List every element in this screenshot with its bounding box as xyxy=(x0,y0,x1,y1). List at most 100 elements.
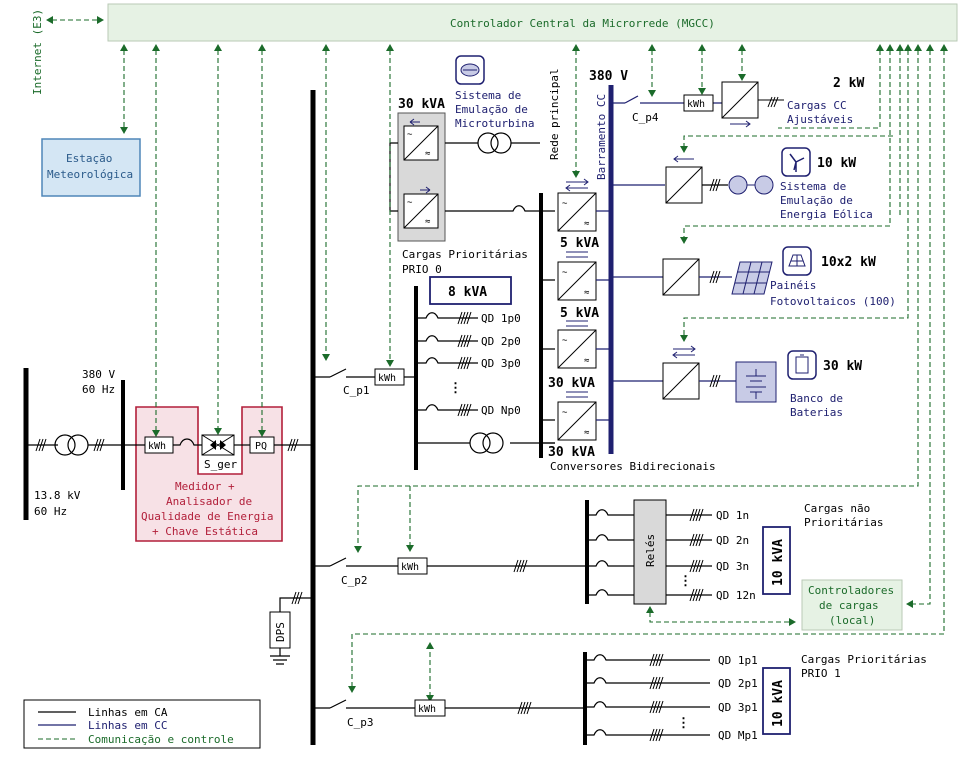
wind-generator-icon xyxy=(728,175,774,195)
prio0-kwh-label: kWh xyxy=(378,373,396,384)
wind-slashes xyxy=(709,178,721,192)
dc-dc-converter-icon[interactable] xyxy=(721,81,759,119)
prio1-kva: 10 kVA xyxy=(771,680,786,727)
pcc-slashes xyxy=(287,438,299,452)
svg-text:≈: ≈ xyxy=(425,149,431,159)
battery-arrows xyxy=(672,345,696,359)
load-controllers-box[interactable] xyxy=(801,579,903,631)
svg-text:~: ~ xyxy=(562,336,568,346)
breaker-cp4-label: C_p4 xyxy=(632,111,659,124)
bidir-converter-1[interactable]: ~≈ xyxy=(557,192,597,232)
mgcc-box[interactable] xyxy=(107,3,958,42)
static-switch-icon[interactable] xyxy=(201,434,235,456)
comm-wind xyxy=(683,50,891,238)
prio0-title-1: Cargas Prioritárias xyxy=(402,248,528,261)
legend-comm-label: Comunicação e controle xyxy=(88,733,234,746)
pq-label: PQ xyxy=(255,441,267,452)
pv-panel-icon xyxy=(731,261,773,295)
weather-station-box[interactable] xyxy=(41,138,141,197)
prio1-kwh-meter[interactable] xyxy=(414,699,446,717)
dc-loads-label-1: Cargas CC xyxy=(787,99,847,112)
bidir-converter-4[interactable]: ~≈ xyxy=(557,401,597,441)
nonprio-feeders-out xyxy=(666,514,712,596)
pv-converter-icon[interactable] xyxy=(662,258,700,296)
nonprio-kva-box xyxy=(762,526,791,595)
legend-dc-label: Linhas em CC xyxy=(88,719,167,732)
pcc-label-4: + Chave Estática xyxy=(152,525,258,538)
wind-turbine-icon xyxy=(781,147,811,177)
microturbine-converter-dc[interactable]: ~≈ xyxy=(403,186,439,229)
battery-label-2: Baterias xyxy=(790,406,843,419)
dps-label: DPS xyxy=(274,622,287,642)
comm-arrow xyxy=(120,44,128,134)
nonprio-kwh-meter[interactable] xyxy=(397,557,428,575)
nonprio-slashes xyxy=(513,559,528,573)
lv-frequency: 60 Hz xyxy=(82,383,115,396)
internet-arrow-right xyxy=(97,16,104,24)
ac-line xyxy=(279,597,313,612)
prio0-kwh-meter[interactable] xyxy=(374,368,405,386)
lv-voltage: 380 V xyxy=(82,368,115,381)
prio0-title-2: PRIO 0 xyxy=(402,263,442,276)
nonprio-title-1: Cargas não xyxy=(804,502,870,515)
battery-icon xyxy=(735,361,777,403)
dps-slashes xyxy=(291,591,303,605)
main-grid-label-1: Rede xyxy=(548,134,561,161)
breaker-cp2-label: C_p2 xyxy=(341,574,368,587)
prio1-slashes xyxy=(517,701,532,715)
wind-label-1: Sistema de xyxy=(780,180,846,193)
breaker-cp3-label: C_p3 xyxy=(347,716,374,729)
prio1-title-1: Cargas Prioritárias xyxy=(801,653,927,666)
nonprio-feeders-in xyxy=(587,509,634,596)
breaker-cp4-icon[interactable] xyxy=(624,95,639,104)
microturbine-converter-ac[interactable]: ~≈ xyxy=(403,118,439,161)
breaker-cp1-icon[interactable] xyxy=(329,368,358,378)
lv-slashes xyxy=(93,438,105,452)
load-controllers-line1: Controladores xyxy=(808,584,894,597)
wind-label-2: Emulação de xyxy=(780,194,853,207)
battery-symbol-icon xyxy=(787,350,817,380)
bidir-converter-3[interactable]: ~≈ xyxy=(557,329,597,369)
prio0-qd-1: QD 1p0 xyxy=(481,312,521,325)
microturbine-power: 30 kVA xyxy=(398,97,445,112)
microturbine-label-3: Microturbina xyxy=(455,117,534,130)
prio0-qd-3: QD 3p0 xyxy=(481,357,521,370)
ac-line xyxy=(173,438,202,446)
relays-box[interactable] xyxy=(633,499,667,605)
load-controllers-line3: (local) xyxy=(829,614,875,627)
svg-text:≈: ≈ xyxy=(584,428,590,438)
hv-frequency: 60 Hz xyxy=(34,505,67,518)
relays-label: Relés xyxy=(644,534,657,567)
prio0-feeder-slashes xyxy=(457,311,472,417)
nonprio-kva: 10 kVA xyxy=(771,539,786,586)
hv-slashes xyxy=(35,438,47,452)
prio0-qd-2: QD 2p0 xyxy=(481,335,521,348)
converter-kva-2: 5 kVA xyxy=(560,306,599,321)
internet-arrow-left xyxy=(46,16,53,24)
mgcc-label: Controlador Central da Microrrede (MGCC) xyxy=(450,17,715,30)
bidir-converter-2[interactable]: ~≈ xyxy=(557,261,597,301)
pcc-label-1: Medidor + xyxy=(175,480,235,493)
comm-arrow xyxy=(152,44,266,437)
breaker-cp2-icon[interactable] xyxy=(329,557,358,567)
comm-battery-top xyxy=(683,135,896,148)
converter-kva-1: 5 kVA xyxy=(560,236,599,251)
prio0-kva: 8 kVA xyxy=(448,285,487,300)
wind-converter-icon[interactable] xyxy=(665,166,703,204)
converter-kva-4: 30 kVA xyxy=(548,445,595,460)
breaker-cp3-icon[interactable] xyxy=(329,699,358,709)
nonprio-qd-12: QD 12n xyxy=(716,589,756,602)
nonprio-title-2: Prioritárias xyxy=(804,516,883,529)
svg-text:≈: ≈ xyxy=(584,288,590,298)
sger-label: S_ger xyxy=(204,458,237,471)
prio1-kva-box xyxy=(762,667,791,735)
battery-converter-icon[interactable] xyxy=(662,362,700,400)
microturbine-label-1: Sistema de xyxy=(455,89,521,102)
dc-loads-kwh-label: kWh xyxy=(687,99,705,110)
prio1-feeders xyxy=(585,654,710,736)
comm-cp4 xyxy=(651,50,881,129)
wind-label-3: Energia Eólica xyxy=(780,208,873,221)
dc-loads-kwh-meter[interactable] xyxy=(683,94,714,112)
grid-transformer-icon xyxy=(54,434,89,456)
